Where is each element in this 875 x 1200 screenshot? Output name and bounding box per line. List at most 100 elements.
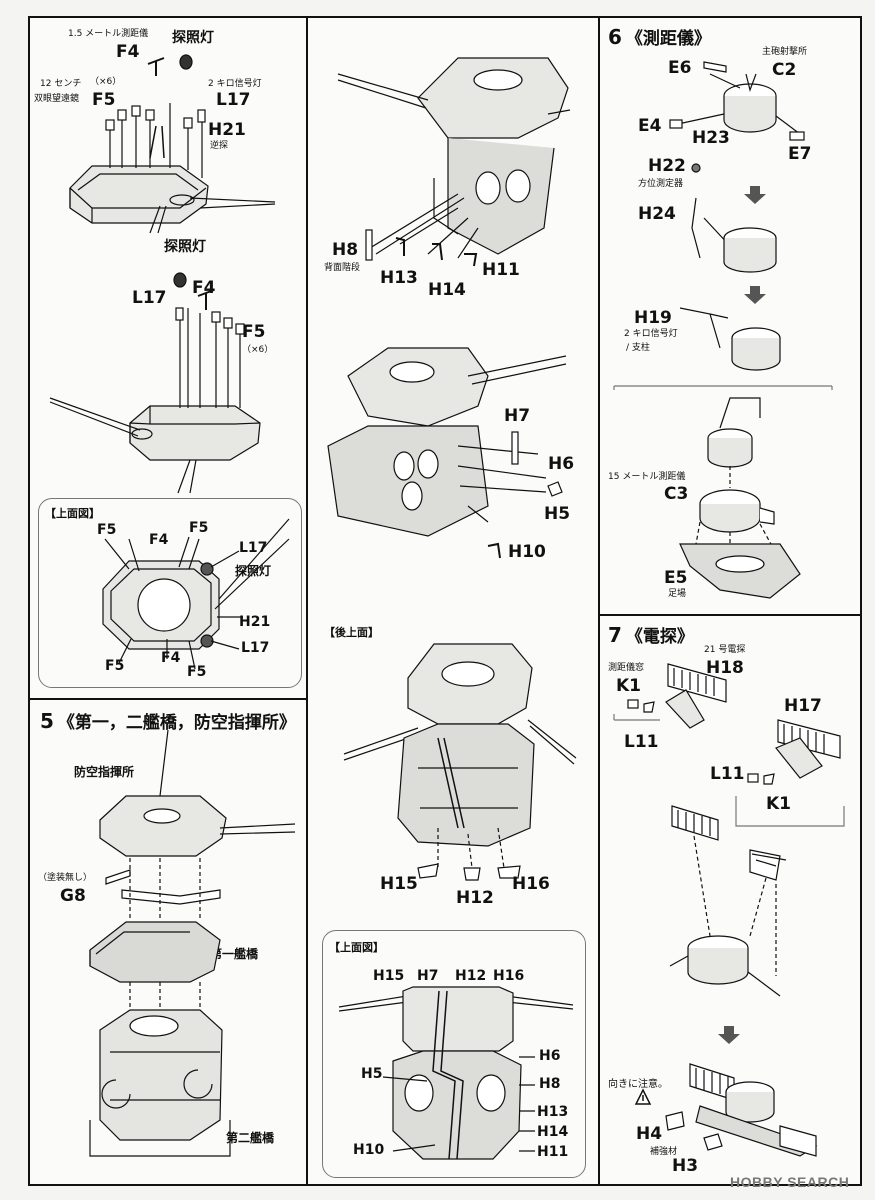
label-binoculars-2: 双眼望遠鏡: [34, 94, 80, 104]
hobby-search-watermark: HOBBY SEARCH: [730, 1174, 850, 1190]
label-C2: C2: [772, 60, 797, 80]
label-signal-2km: 2 キロ信号灯: [208, 79, 262, 89]
label-H7: H7: [504, 406, 531, 426]
label-searchlight: 探照灯: [172, 30, 214, 46]
label-rangefinder-window: 測距儀窓: [608, 663, 645, 673]
step6-number: 6: [608, 25, 622, 49]
inset-label-H13: H13: [537, 1104, 569, 1120]
label-H8: H8: [332, 240, 359, 260]
middle-panel: H8 背面階段 H13 H14 H11 H7 H6 H5 H10 【後上面】: [306, 16, 600, 1186]
inset-platform-drawing: [102, 518, 290, 670]
label-H18: H18: [706, 658, 744, 678]
label-K1b: K1: [766, 794, 792, 814]
inset-label-searchlight: 探照灯: [235, 564, 272, 578]
inset-label-F4b: F4: [161, 650, 181, 666]
label-signal-2km-2: 2 キロ信号灯: [624, 329, 678, 339]
label-reinforcement: 補強材: [650, 1147, 678, 1157]
label-G8: G8: [60, 886, 86, 906]
label-H10: H10: [508, 542, 546, 562]
label-H6: H6: [548, 454, 575, 474]
middle-top-view-inset: 【上面図】 H15 H7 H12 H16 H6 H5 H8 H13 H14 H1…: [322, 930, 586, 1178]
step4-panel: 1.5 メートル測距儀 F4 探照灯 12 センチ 双眼望遠鏡 （×6） F5 …: [28, 16, 308, 700]
label-direction-finder: 方位測定器: [638, 179, 684, 189]
inset-label-H10: H10: [353, 1142, 385, 1158]
inset-label-F5b: F5: [189, 520, 209, 536]
label-H22: H22: [648, 156, 686, 176]
inset-label-H8: H8: [539, 1076, 561, 1092]
middle-side-assembly-drawing: [327, 347, 567, 559]
inset-label-H11: H11: [537, 1144, 569, 1160]
label-L17-2: L17: [132, 288, 167, 308]
label-radar21: 21 号電探: [704, 645, 746, 655]
inset-label-F5d: F5: [187, 664, 207, 680]
label-rangefinder-1-5m: 1.5 メートル測距儀: [68, 29, 149, 39]
step5-number: 5: [40, 709, 54, 733]
step5-panel: 5《第一，二艦橋，防空指揮所》 防空指揮所 （塗装無し） G8 第一艦橋 第二艦…: [28, 698, 308, 1186]
label-F5-2: F5: [242, 322, 266, 342]
step6-title: 6《測距儀》: [608, 24, 711, 49]
label-reverse: 逆探: [210, 141, 229, 151]
label-H21: H21: [208, 120, 246, 140]
inset-label-H12: H12: [455, 968, 487, 984]
label-support: / 支柱: [626, 343, 650, 353]
inset-label-H21: H21: [239, 614, 271, 630]
step6-title-text: 《測距儀》: [625, 29, 711, 49]
label-L11b: L11: [710, 764, 745, 784]
label-aa-command: 防空指揮所: [74, 765, 135, 779]
step4-top-view-inset: 【上面図】 F5 F4 F5 L17 探照灯 H21 L17 F5 F4 F5: [38, 498, 302, 688]
inset-label-H7: H7: [417, 968, 439, 984]
label-binoculars: 12 センチ: [40, 79, 82, 89]
inset-label-H14: H14: [537, 1124, 569, 1140]
label-H5: H5: [544, 504, 571, 524]
step7-assembly-drawing: [613, 663, 845, 1157]
label-unpainted: （塗装無し）: [38, 873, 93, 883]
step7-number: 7: [608, 623, 622, 647]
label-E7: E7: [788, 144, 812, 164]
label-E5: E5: [664, 568, 688, 588]
label-platform: 足場: [668, 589, 687, 599]
label-H11: H11: [482, 260, 520, 280]
step5-title: 5《第一，二艦橋，防空指揮所》: [40, 708, 296, 733]
label-E6: E6: [668, 58, 692, 78]
label-bridge1: 第一艦橋: [210, 947, 259, 961]
label-x6: （×6）: [90, 77, 122, 87]
label-H4: H4: [636, 1124, 663, 1144]
label-H24: H24: [638, 204, 676, 224]
label-C3: C3: [664, 484, 689, 504]
step7-title: 7《電探》: [608, 622, 694, 647]
step5-assembly-drawing: [89, 729, 296, 1157]
label-F4: F4: [116, 42, 140, 62]
label-H15: H15: [380, 874, 418, 894]
label-H3: H3: [672, 1156, 699, 1176]
inset-label-F5a: F5: [97, 522, 117, 538]
label-rangefinder-15m: 15 メートル測距儀: [608, 472, 686, 482]
middle-inset-drawing: [338, 986, 574, 1160]
inset-title: 【上面図】: [45, 507, 100, 520]
label-x6-2: （×6）: [242, 345, 274, 355]
label-K1: K1: [616, 676, 642, 696]
label-H17: H17: [784, 696, 822, 716]
step4-lower-assembly-drawing: [49, 272, 261, 494]
step7-panel: 7《電探》 21 号電探 H18 測距儀窓 K1 L11 H17 L11 K1 …: [598, 614, 862, 1186]
inset-label-L17b: L17: [241, 640, 270, 656]
middle-inset-title: 【上面図】: [329, 941, 384, 954]
label-rear-ladder: 背面階段: [324, 263, 361, 273]
step5-title-text: 《第一，二艦橋，防空指揮所》: [57, 713, 296, 733]
step4-top-assembly-drawing: [69, 54, 276, 234]
step6-panel: 6《測距儀》 E6 主砲射撃所 C2 E4 H23 E7 H22 方位測定器 H…: [598, 16, 862, 616]
inset-label-H15: H15: [373, 968, 405, 984]
label-searchlight-2: 探照灯: [164, 239, 206, 255]
label-rear-top: 【後上面】: [324, 626, 379, 639]
label-H16: H16: [512, 874, 550, 894]
label-L11: L11: [624, 732, 659, 752]
step6-assembly-drawing: [613, 61, 833, 599]
label-F5: F5: [92, 90, 116, 110]
label-H14: H14: [428, 280, 466, 300]
label-bridge2: 第二艦橋: [226, 1131, 275, 1145]
inset-label-H16: H16: [493, 968, 525, 984]
label-caution: 向きに注意。: [608, 1079, 668, 1090]
label-H19: H19: [634, 308, 672, 328]
step7-title-text: 《電探》: [625, 627, 694, 647]
inset-label-H6: H6: [539, 1048, 561, 1064]
label-H13: H13: [380, 268, 418, 288]
